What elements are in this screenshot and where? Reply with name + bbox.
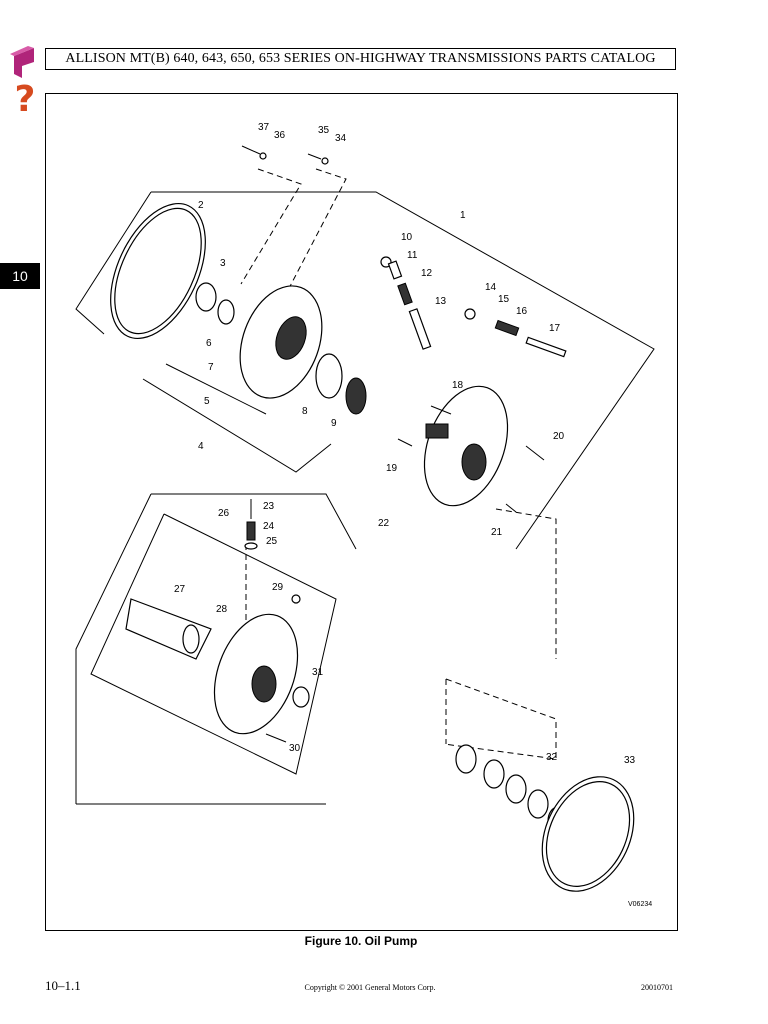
callout-9: 9 xyxy=(331,418,337,429)
callout-33: 33 xyxy=(624,755,636,766)
callout-28: 28 xyxy=(216,604,228,615)
callout-18: 18 xyxy=(452,380,464,391)
callout-17: 17 xyxy=(549,323,561,334)
callout-11: 11 xyxy=(407,250,418,261)
callout-1: 1 xyxy=(460,210,466,221)
callout-23: 23 xyxy=(263,501,275,512)
callout-31: 31 xyxy=(312,667,324,678)
copyright-notice: Copyright © 2001 General Motors Corp. xyxy=(304,983,436,992)
callout-27: 27 xyxy=(174,584,186,595)
callout-29: 29 xyxy=(272,582,284,593)
callout-32: 32 xyxy=(546,752,558,763)
bookmark-icon[interactable] xyxy=(8,46,42,80)
help-icon[interactable]: ? xyxy=(14,79,36,120)
callout-30: 30 xyxy=(289,743,301,754)
callout-13: 13 xyxy=(435,296,447,307)
callout-16: 16 xyxy=(516,306,528,317)
callout-37: 37 xyxy=(258,122,270,133)
callout-2: 2 xyxy=(198,200,204,211)
section-tab[interactable]: 10 xyxy=(0,263,40,289)
callout-14: 14 xyxy=(485,282,497,293)
callout-19: 19 xyxy=(386,463,398,474)
callout-24: 24 xyxy=(263,521,275,532)
callout-7: 7 xyxy=(208,362,214,373)
callout-5: 5 xyxy=(204,396,210,407)
callout-6: 6 xyxy=(206,338,212,349)
callout-8: 8 xyxy=(302,406,308,417)
callout-3: 3 xyxy=(220,258,226,269)
document-code: 20010701 xyxy=(641,983,673,992)
callout-15: 15 xyxy=(498,294,510,305)
callout-36: 36 xyxy=(274,130,286,141)
callout-20: 20 xyxy=(553,431,565,442)
callout-25: 25 xyxy=(266,536,278,547)
drawing-id: V06234 xyxy=(628,901,652,908)
callout-26: 26 xyxy=(218,508,230,519)
figure-caption: Figure 10. Oil Pump xyxy=(304,934,418,948)
callout-12: 12 xyxy=(421,268,433,279)
callout-4: 4 xyxy=(198,441,204,452)
callout-34: 34 xyxy=(335,133,347,144)
callout-35: 35 xyxy=(318,125,330,136)
exploded-view-drawing: 1234567891011121314151617181920212223242… xyxy=(75,122,655,908)
callout-22: 22 xyxy=(378,518,390,529)
callout-21: 21 xyxy=(491,527,503,538)
callout-10: 10 xyxy=(401,232,413,243)
page-number: 10–1.1 xyxy=(45,978,81,993)
catalog-title: ALLISON MT(B) 640, 643, 650, 653 SERIES … xyxy=(45,48,676,70)
